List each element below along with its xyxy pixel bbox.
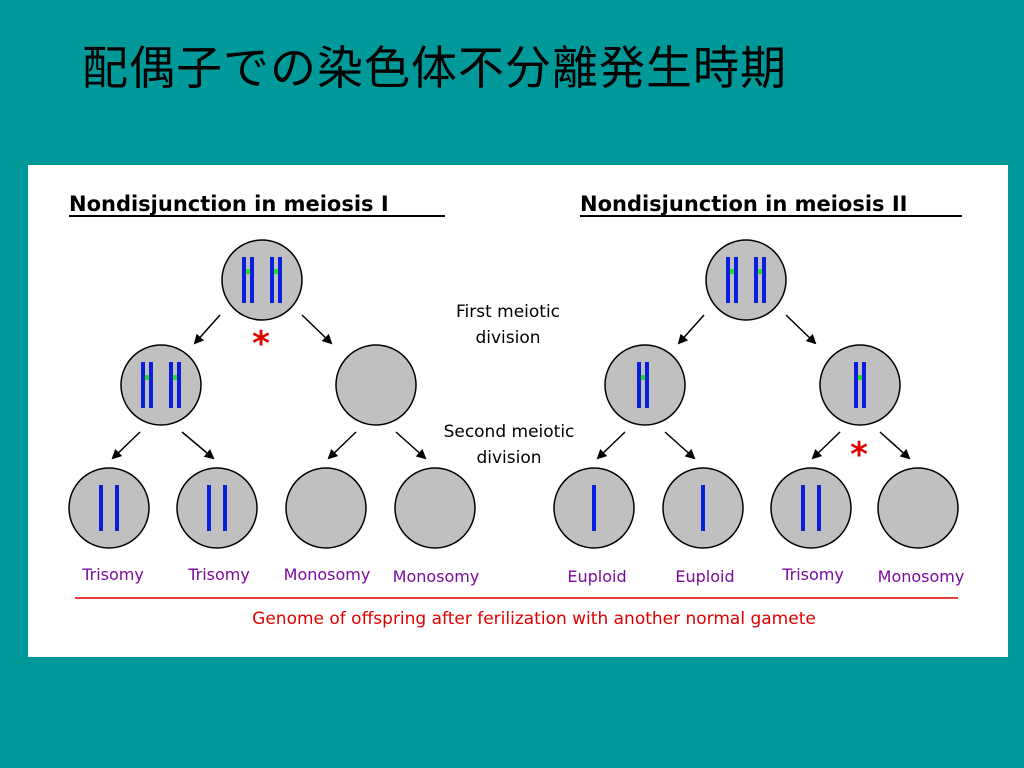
- meiosis-2-daughter-cell-left: [604, 344, 686, 426]
- outcome-label-8: Monosomy: [878, 567, 965, 586]
- arrow: [193, 314, 221, 345]
- nondisjunction-marker-meiosis-1: *: [252, 324, 270, 364]
- second-division-label-line1: Second meiotic: [444, 422, 575, 442]
- slide-title: 配偶子での染色体不分離発生時期: [82, 41, 787, 95]
- arrow: [811, 431, 841, 460]
- first-division-label-line1: First meiotic: [456, 302, 560, 322]
- arrow: [327, 431, 357, 460]
- arrow: [596, 431, 626, 460]
- meiosis-1-daughter-cell-right: [335, 344, 417, 426]
- outcome-label-3: Monosomy: [284, 565, 371, 584]
- arrow: [181, 431, 215, 460]
- outcome-label-5: Euploid: [567, 567, 626, 586]
- second-division-label-line2: division: [476, 448, 541, 468]
- meiosis-2-parent-cell: [705, 239, 787, 321]
- meiosis-1-gamete-1: [68, 467, 150, 549]
- outcome-label-4: Monosomy: [393, 567, 480, 586]
- footer-caption: Genome of offspring after ferilization w…: [252, 609, 816, 629]
- arrow: [301, 314, 333, 345]
- outcome-label-1: Trisomy: [81, 565, 144, 584]
- meiosis-2-daughter-cell-right: [819, 344, 901, 426]
- meiosis-1-gamete-3: [285, 467, 367, 549]
- arrow: [785, 314, 817, 345]
- outcome-label-6: Euploid: [675, 567, 734, 586]
- arrow: [879, 431, 911, 460]
- diagram-panel: Nondisjunction in meiosis I Nondisjuncti…: [28, 165, 1008, 657]
- meiosis-2-gamete-1: [553, 467, 635, 549]
- nondisjunction-diagram: Nondisjunction in meiosis I Nondisjuncti…: [68, 192, 965, 629]
- meiosis-2-gamete-4: [877, 467, 959, 549]
- arrow: [111, 431, 141, 460]
- outcome-label-7: Trisomy: [781, 565, 844, 584]
- arrow: [664, 431, 696, 460]
- arrow: [395, 431, 427, 460]
- heading-meiosis-1: Nondisjunction in meiosis I: [69, 192, 389, 216]
- heading-meiosis-2: Nondisjunction in meiosis II: [580, 192, 908, 216]
- meiosis-2-gamete-3: [770, 467, 852, 549]
- first-division-label-line2: division: [475, 328, 540, 348]
- meiosis-2-gamete-2: [662, 467, 744, 549]
- nondisjunction-marker-meiosis-2: *: [850, 435, 868, 475]
- arrow: [677, 314, 705, 345]
- meiosis-1-gamete-4: [394, 467, 476, 549]
- meiosis-1-daughter-cell-left: [120, 344, 202, 426]
- meiosis-1-parent-cell: [221, 239, 303, 321]
- meiosis-1-gamete-2: [176, 467, 258, 549]
- outcome-label-2: Trisomy: [187, 565, 250, 584]
